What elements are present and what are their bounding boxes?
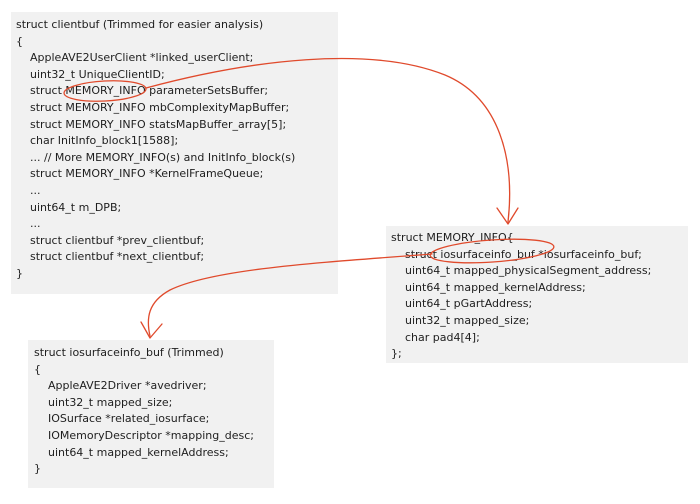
code-line: }; xyxy=(391,347,402,361)
code-line-parametersetsbuffer: struct MEMORY_INFO parameterSetsBuffer; xyxy=(30,84,269,98)
code-line: { xyxy=(34,362,41,376)
memory-info-struct-box: struct MEMORY_INFO{ struct iosurfaceinfo… xyxy=(386,226,688,363)
code-line: uint32_t UniqueClientID; xyxy=(30,67,165,81)
code-line: uint64_t mapped_kernelAddress; xyxy=(405,280,586,294)
code-line: uint32_t mapped_size; xyxy=(405,313,530,327)
code-line: struct MEMORY_INFO mbComplexityMapBuffer… xyxy=(30,100,290,114)
code-line: AppleAVE2Driver *avedriver; xyxy=(48,379,207,393)
code-line-iosurfaceinfo-buf: struct iosurfaceinfo_buf *iosurfaceinfo_… xyxy=(405,247,642,261)
code-line: uint32_t mapped_size; xyxy=(48,395,173,409)
code-line: struct MEMORY_INFO{ xyxy=(391,231,514,244)
code-line: struct clientbuf (Trimmed for easier ana… xyxy=(16,18,264,31)
code-line: IOSurface *related_iosurface; xyxy=(48,412,210,426)
code-line: uint64_t mapped_physicalSegment_address; xyxy=(405,264,652,278)
code-line: struct iosurfaceinfo_buf (Trimmed) xyxy=(34,346,224,359)
arrowhead-to-iosurfaceinfo-buf xyxy=(140,321,163,339)
clientbuf-struct-box: struct clientbuf (Trimmed for easier ana… xyxy=(11,12,338,294)
code-line: IOMemoryDescriptor *mapping_desc; xyxy=(48,428,254,442)
code-line: uint64_t mapped_kernelAddress; xyxy=(48,445,229,459)
code-line: ... // More MEMORY_INFO(s) and InitInfo_… xyxy=(30,150,296,164)
code-line: uint64_t pGartAddress; xyxy=(405,297,533,311)
code-line: char pad4[4]; xyxy=(405,330,480,344)
code-line: } xyxy=(34,462,41,476)
code-line: { xyxy=(16,34,23,48)
arrowhead-to-memory-info xyxy=(496,207,519,225)
code-line: struct clientbuf *next_clientbuf; xyxy=(30,250,205,264)
code-line: ... xyxy=(30,183,41,197)
code-line: struct clientbuf *prev_clientbuf; xyxy=(30,233,205,247)
code-line: char InitInfo_block1[1588]; xyxy=(30,134,179,148)
code-line: uint64_t m_DPB; xyxy=(30,200,122,214)
iosurfaceinfo-buf-struct-box: struct iosurfaceinfo_buf (Trimmed) { App… xyxy=(28,340,274,488)
code-line: ... xyxy=(30,217,41,231)
code-line: struct MEMORY_INFO *KernelFrameQueue; xyxy=(30,167,264,181)
code-line: } xyxy=(16,266,23,280)
code-line: AppleAVE2UserClient *linked_userClient; xyxy=(30,51,254,65)
code-line: struct MEMORY_INFO statsMapBuffer_array[… xyxy=(30,117,287,131)
